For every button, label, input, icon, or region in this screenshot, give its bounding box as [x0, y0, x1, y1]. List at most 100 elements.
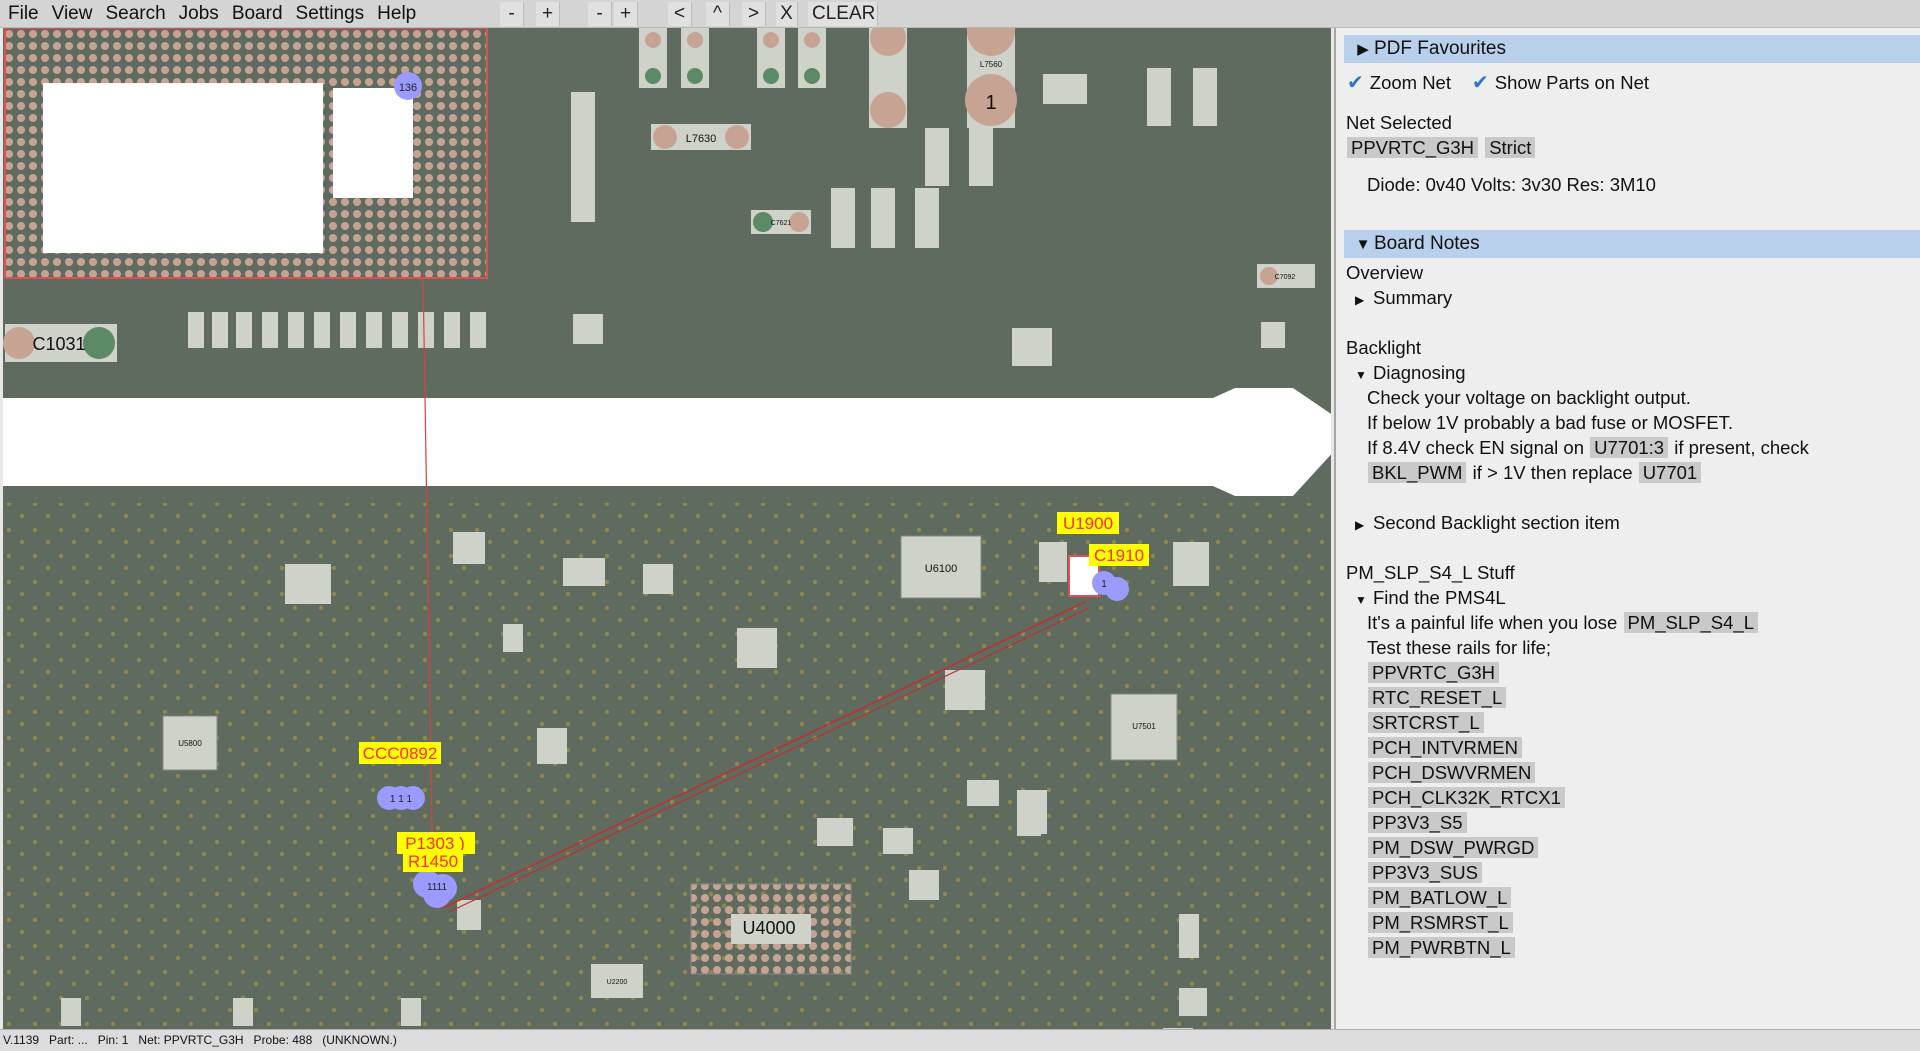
- rail-chip[interactable]: PM_PWRBTN_L: [1368, 937, 1515, 958]
- resistor-row: [188, 312, 486, 348]
- show-parts-checkbox[interactable]: ✔Show Parts on Net: [1472, 71, 1649, 95]
- caps-vertical: [571, 68, 1217, 366]
- net-selected-label: Net Selected: [1346, 112, 1452, 133]
- status-bar: V.1139 Part: ... Pin: 1 Net: PPVRTC_G3H …: [0, 1029, 1920, 1051]
- rail-chip[interactable]: PM_RSMRST_L: [1368, 912, 1513, 933]
- part-c7621-label: C7621: [771, 220, 792, 227]
- menu-jobs[interactable]: Jobs: [178, 2, 219, 24]
- rail-chip[interactable]: PCH_DSWVRMEN: [1368, 762, 1536, 783]
- menu-settings[interactable]: Settings: [295, 2, 365, 24]
- menu-board[interactable]: Board: [231, 2, 283, 24]
- inductor-large: [869, 28, 907, 128]
- expanded-triangle-icon: ▼: [1355, 368, 1367, 382]
- rail-chip[interactable]: PM_BATLOW_L: [1368, 887, 1512, 908]
- rail-chip[interactable]: PP3V3_S5: [1368, 812, 1467, 833]
- part-u2200: U2200: [591, 964, 643, 998]
- pdf-favourites-header[interactable]: ▶PDF Favourites: [1344, 35, 1920, 63]
- menu-file[interactable]: File: [8, 2, 39, 24]
- net-name-chip[interactable]: PPVRTC_G3H: [1347, 137, 1479, 158]
- net-line-diagonal-2: [448, 607, 1090, 913]
- net-selected-row: PPVRTC_G3H Strict: [1346, 136, 1536, 160]
- misc-small-parts: [61, 74, 1285, 1029]
- note-line-3-text-a: If 8.4V check EN signal on: [1367, 437, 1584, 458]
- close-x-button[interactable]: X: [776, 2, 798, 26]
- highlight-ccc0892: CCC0892: [359, 742, 441, 764]
- part-c1031: C1031: [3, 324, 117, 362]
- collapsed-triangle-icon: ▶: [1355, 518, 1365, 532]
- find-pms4l-label: Find the PMS4L: [1373, 587, 1506, 608]
- note-line-3: If 8.4V check EN signal on U7701:3 if pr…: [1367, 436, 1809, 460]
- part-u6100-label: U6100: [925, 563, 957, 575]
- zoom-out-button[interactable]: -: [500, 2, 524, 26]
- net-pins-u1900: 1: [1068, 555, 1129, 601]
- part-u2200-label: U2200: [607, 979, 628, 986]
- highlight-c1910: C1910: [1089, 544, 1149, 566]
- rail-chip[interactable]: PCH_INTVRMEN: [1368, 737, 1522, 758]
- rail-chip[interactable]: PCH_CLK32K_RTCX1: [1368, 787, 1565, 808]
- pin-1-u1900: 1: [1101, 579, 1107, 590]
- menu-view[interactable]: View: [51, 2, 93, 24]
- strict-button[interactable]: Strict: [1485, 137, 1536, 158]
- prev-button[interactable]: <: [668, 2, 692, 26]
- part-u7501: U7501: [1110, 693, 1178, 761]
- highlight-u1900: U1900: [1057, 512, 1119, 534]
- rail-chip[interactable]: SRTCRST_L: [1368, 712, 1484, 733]
- rail-chip[interactable]: PM_DSW_PWRGD: [1368, 837, 1539, 858]
- checkmark-icon: ✔: [1347, 72, 1364, 94]
- expanded-triangle-icon: ▼: [1355, 593, 1367, 607]
- clear-button[interactable]: CLEAR: [808, 2, 878, 26]
- menu-help[interactable]: Help: [377, 2, 417, 24]
- overview-heading: Overview: [1346, 262, 1424, 283]
- diagnosing-label: Diagnosing: [1373, 362, 1466, 383]
- highlight-u1900-label: U1900: [1063, 514, 1113, 533]
- rail-chip[interactable]: PPVRTC_G3H: [1368, 662, 1500, 683]
- caps-top: [639, 28, 826, 88]
- net-pins-ccc0892: 1 1 1: [377, 786, 425, 810]
- chip-u7701[interactable]: U7701: [1638, 462, 1702, 483]
- second-backlight-item[interactable]: ▶Second Backlight section item: [1355, 511, 1620, 537]
- pm-slp-heading: PM_SLP_S4_L Stuff: [1346, 562, 1515, 583]
- part-l7560-label: L7560: [980, 60, 1003, 69]
- zoom-in-secondary-button[interactable]: +: [614, 2, 638, 26]
- highlight-c1910-label: C1910: [1094, 546, 1144, 565]
- menu-search[interactable]: Search: [105, 2, 166, 24]
- right-panel: ▶PDF Favourites ✔Zoom Net ✔Show Parts on…: [1334, 28, 1920, 1029]
- note-line-1: Check your voltage on backlight output.: [1367, 387, 1691, 408]
- zoom-in-button[interactable]: +: [536, 2, 560, 26]
- highlight-p1303: P1303 ): [397, 832, 475, 854]
- find-pms4l-item[interactable]: ▼ Find the PMS4L: [1355, 586, 1506, 612]
- net-line-diagonal-1: [442, 601, 1086, 909]
- board-canvas[interactable]: 136 C1031: [0, 28, 1334, 1029]
- collapsed-triangle-icon: ▶: [1357, 41, 1369, 58]
- net-pins-r1450: 1111: [413, 870, 457, 908]
- summary-item[interactable]: ▶Summary: [1355, 286, 1452, 312]
- menu-bar: File View Search Jobs Board Settings Hel…: [0, 0, 1920, 28]
- note-line-4-text: if > 1V then replace: [1472, 462, 1633, 483]
- painful-line: It's a painful life when you lose PM_SLP…: [1367, 611, 1759, 635]
- part-c7092: C7092: [1257, 264, 1315, 288]
- zoom-net-label: Zoom Net: [1369, 72, 1451, 93]
- pins-r1450-label: 1111: [427, 882, 447, 893]
- next-button[interactable]: >: [742, 2, 766, 26]
- zoom-net-checkbox[interactable]: ✔Zoom Net: [1347, 71, 1451, 95]
- zoom-out-secondary-button[interactable]: -: [588, 2, 612, 26]
- part-u4000: U4000: [690, 883, 852, 975]
- part-c7621: C7621: [751, 210, 811, 234]
- pin-136: [394, 72, 422, 100]
- checkmark-icon: ✔: [1472, 72, 1489, 94]
- net-line-vertical: [422, 273, 434, 893]
- chip-pm-slp-s4-l[interactable]: PM_SLP_S4_L: [1623, 612, 1759, 633]
- test-rails-line: Test these rails for life;: [1367, 637, 1552, 658]
- rail-chip[interactable]: PP3V3_SUS: [1368, 862, 1482, 883]
- part-c7092-label: C7092: [1275, 274, 1296, 281]
- board-notes-label: Board Notes: [1374, 233, 1480, 254]
- diagnosing-item[interactable]: ▼ Diagnosing: [1355, 361, 1466, 387]
- chip-u7701-3[interactable]: U7701:3: [1590, 437, 1669, 458]
- board-notes-header[interactable]: ▼Board Notes: [1344, 230, 1920, 258]
- backlight-heading: Backlight: [1346, 337, 1422, 358]
- up-button[interactable]: ^: [706, 2, 730, 26]
- chip-bkl-pwm[interactable]: BKL_PWM: [1368, 462, 1467, 483]
- show-parts-label: Show Parts on Net: [1494, 72, 1650, 93]
- part-l7630-label: L7630: [686, 133, 717, 145]
- rail-chip[interactable]: RTC_RESET_L: [1368, 687, 1507, 708]
